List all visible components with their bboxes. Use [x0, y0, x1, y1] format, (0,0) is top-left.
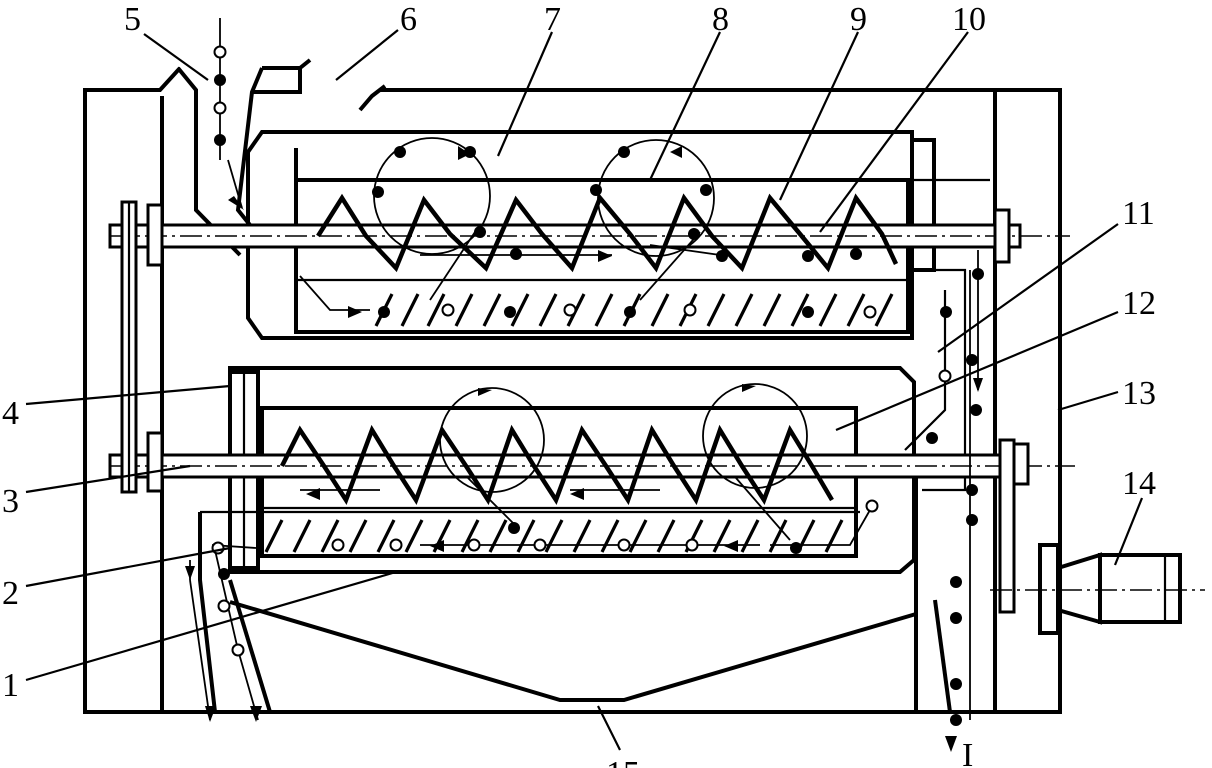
- callout-6: 6: [400, 1, 417, 38]
- callout-2: 2: [2, 575, 19, 612]
- drive-chain: [120, 200, 138, 494]
- outer-housing: [83, 66, 1062, 714]
- callout-1: 1: [2, 667, 19, 704]
- callout-labels: 1 2 3 4 5 6 7 8 9 10 11 12 13 14 15 I: [2, 1, 1156, 768]
- lower-shaft: [108, 431, 1075, 614]
- outlet-mark-I: I: [962, 737, 973, 768]
- callout-12: 12: [1122, 285, 1156, 322]
- particles: [211, 45, 984, 726]
- callout-11: 11: [1122, 195, 1155, 232]
- lower-blade-row: [264, 519, 844, 553]
- callout-9: 9: [850, 1, 867, 38]
- upper-screw: [316, 193, 899, 273]
- callout-15: 15: [606, 755, 640, 768]
- callout-10: 10: [952, 1, 986, 38]
- callout-13: 13: [1122, 375, 1156, 412]
- transfer-ducts: [198, 268, 967, 713]
- motor: [990, 543, 1205, 635]
- lower-screw: [279, 424, 834, 506]
- callout-3: 3: [2, 483, 19, 520]
- discharge-hopper: [229, 470, 918, 712]
- upper-shaft: [108, 203, 1070, 267]
- callout-14: 14: [1122, 465, 1156, 502]
- leader-lines: [25, 29, 1144, 751]
- callout-7: 7: [544, 1, 561, 38]
- flow-paths: [185, 18, 983, 752]
- callout-8: 8: [712, 1, 729, 38]
- callout-4: 4: [2, 395, 19, 432]
- callout-5: 5: [124, 1, 141, 38]
- upper-blade-row: [374, 293, 894, 327]
